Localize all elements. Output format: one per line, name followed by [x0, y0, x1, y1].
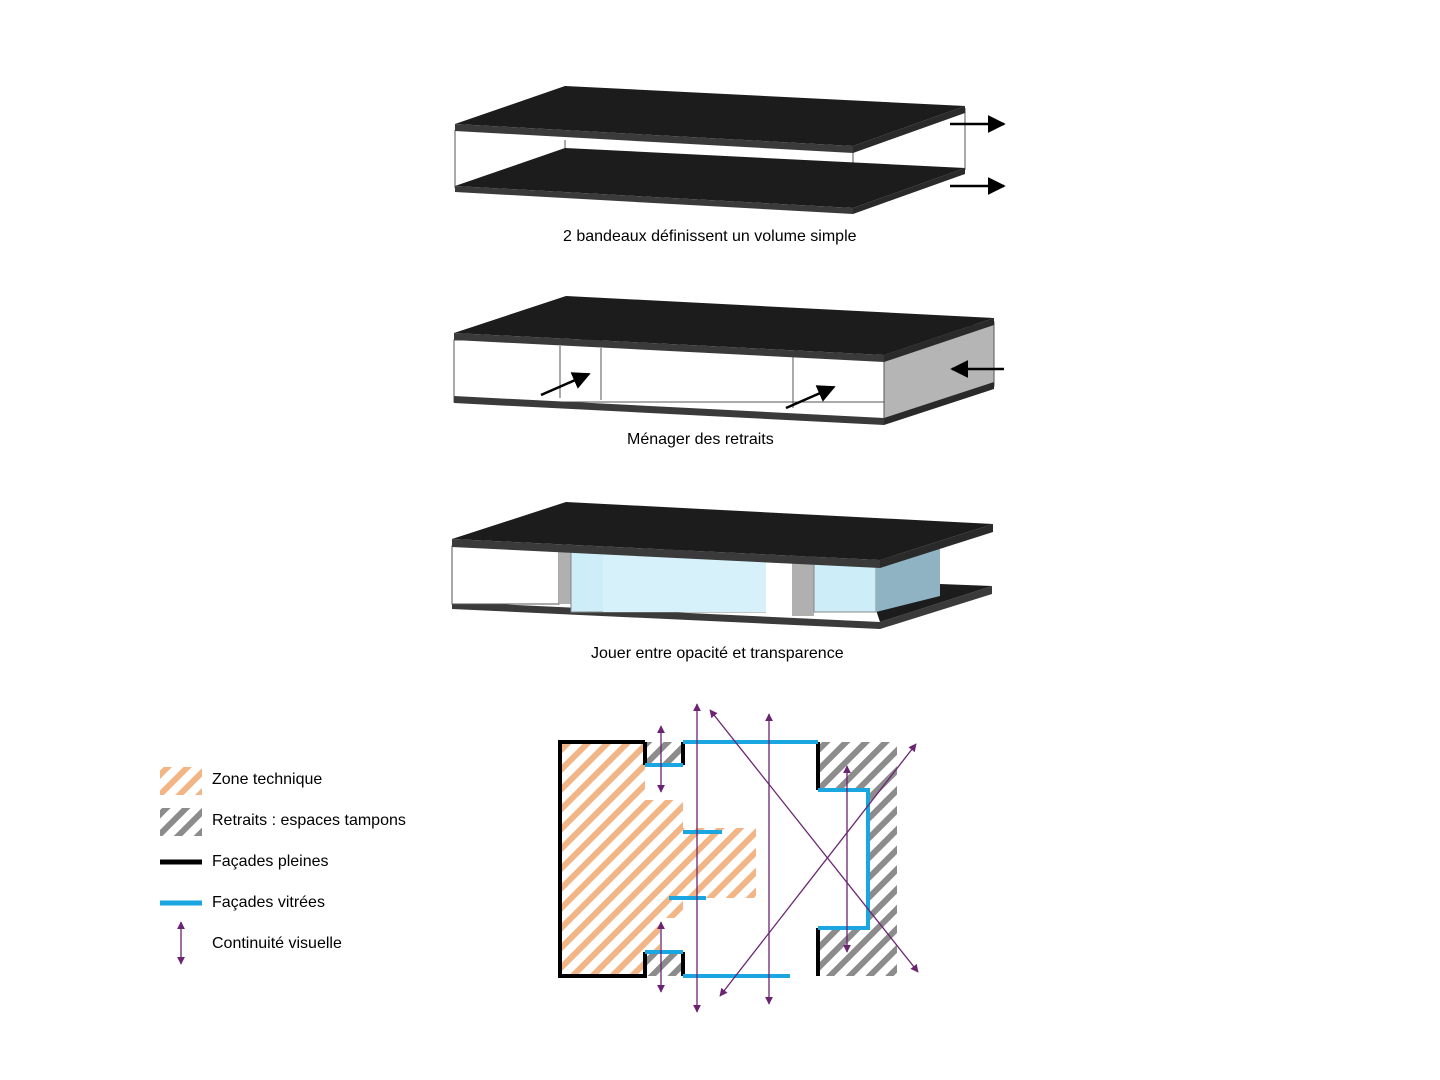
legend-label-glazed-facades: Façades vitrées [212, 894, 325, 911]
buffer-space-bottom-left [645, 952, 683, 976]
caption-step-3: Jouer entre opacité et transparence [591, 645, 844, 662]
step-1-two-slabs [454, 86, 1006, 214]
upper-slab [455, 86, 965, 153]
recess-lines [559, 346, 794, 408]
buffer-space-top-left [645, 742, 683, 765]
legend-label-buffer-spaces: Retraits : espaces tampons [212, 812, 406, 829]
legend-label-solid-facades: Façades pleines [212, 853, 329, 870]
recess-wall-left [559, 548, 571, 604]
legend-swatch-buffer-spaces [160, 808, 202, 836]
step-2-recesses [453, 296, 1004, 425]
glazed-block-inner [603, 552, 766, 612]
floor-plan [558, 703, 919, 1013]
opaque-block [451, 545, 560, 605]
legend-swatch-technical-zone [160, 767, 202, 795]
visual-continuity-arrows [657, 703, 919, 1013]
recess-wall-right [792, 554, 814, 616]
recess-arrow-left [540, 372, 591, 397]
buffer-space-right [818, 742, 897, 976]
recess-arrow-right [785, 385, 836, 410]
legend [160, 767, 202, 965]
step-3-opacity-transparency [451, 502, 993, 629]
legend-label-visual-continuity: Continuité visuelle [212, 935, 342, 952]
lower-slab [455, 148, 965, 214]
caption-step-1: 2 bandeaux définissent un volume simple [563, 228, 857, 245]
legend-label-technical-zone: Zone technique [212, 771, 323, 788]
upper-slab [454, 296, 994, 362]
upper-slab [452, 502, 993, 568]
lower-slab [454, 382, 994, 425]
technical-zone-left [560, 742, 683, 975]
technical-zone-center [683, 828, 756, 898]
caption-step-2: Ménager des retraits [627, 431, 774, 448]
